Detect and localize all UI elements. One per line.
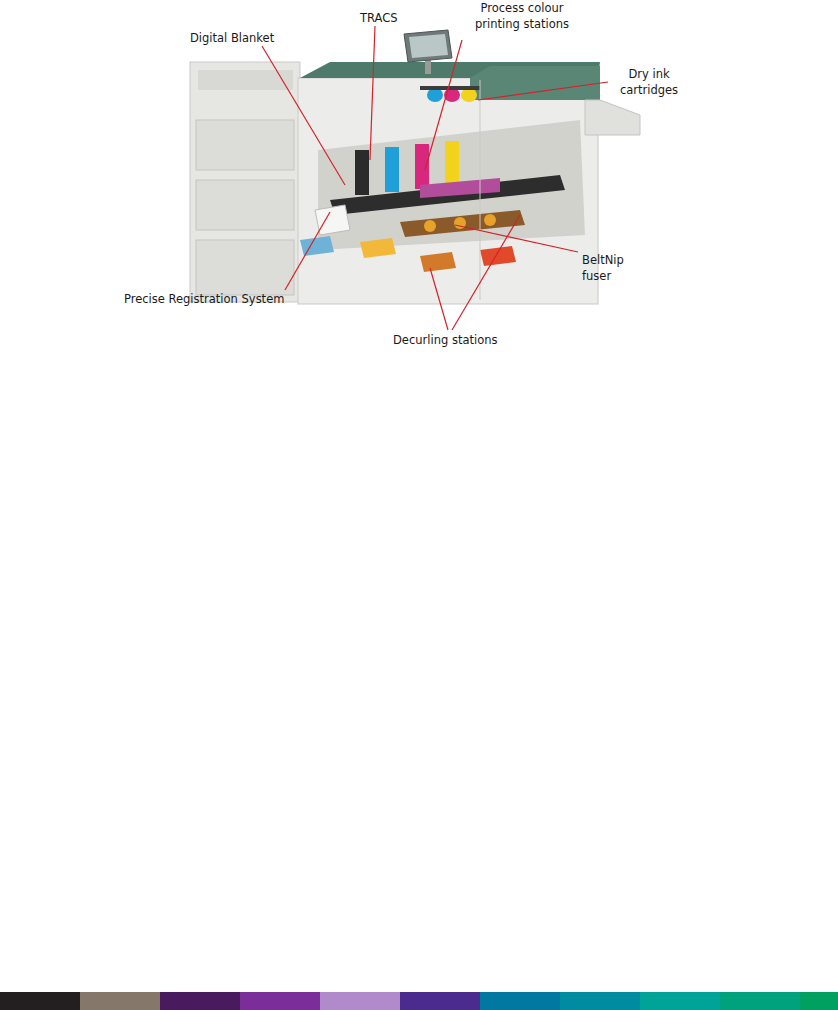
- cyan-cartridge: [427, 88, 443, 102]
- leader-line: [425, 40, 462, 170]
- colour-stripe: [320, 992, 400, 1010]
- feeder-module: [190, 62, 300, 302]
- colour-stripe: [400, 992, 480, 1010]
- print-station: [415, 144, 429, 189]
- panel-seam: [480, 80, 481, 300]
- print-station: [420, 178, 500, 198]
- leader-line: [452, 215, 520, 330]
- leader-line: [455, 225, 578, 252]
- feeder-drawer: [196, 240, 294, 295]
- fuser-roller: [424, 220, 436, 232]
- leader-line: [430, 268, 448, 330]
- printer-body: [298, 78, 598, 304]
- colour-stripe: [720, 992, 800, 1010]
- interior: [318, 120, 585, 250]
- black-cartridge: [420, 86, 480, 90]
- colour-stripe: [480, 992, 560, 1010]
- part-label: Decurling stations: [393, 332, 497, 348]
- leader-line: [370, 26, 375, 160]
- colour-bar: [0, 992, 838, 1010]
- feeder-drawer: [196, 120, 294, 170]
- part-label: Process colour printing stations: [462, 0, 582, 32]
- leader-line: [285, 212, 330, 290]
- colour-stripe: [640, 992, 720, 1010]
- control-screen: [409, 34, 448, 58]
- part-label: Precise Registration System: [124, 291, 284, 307]
- colour-stripe: [800, 992, 838, 1010]
- yellow-cartridge: [461, 88, 477, 102]
- paper-sheet: [315, 205, 350, 235]
- colour-stripe: [240, 992, 320, 1010]
- colour-stripe: [560, 992, 640, 1010]
- colour-stripe: [160, 992, 240, 1010]
- print-station: [385, 147, 399, 192]
- paper-sheet: [420, 252, 456, 272]
- leader-lines: [262, 26, 608, 330]
- leader-line: [478, 82, 608, 100]
- paper-sheet: [480, 246, 516, 266]
- part-label: Dry ink cartridges: [612, 66, 686, 98]
- print-station: [445, 141, 459, 186]
- control-screen: [404, 30, 452, 62]
- fuser: [400, 210, 525, 237]
- fuser-roller: [484, 214, 496, 226]
- paper-sheet: [300, 236, 334, 256]
- feeder-drawer: [196, 180, 294, 230]
- leader-line: [262, 46, 345, 185]
- output-tray: [585, 100, 640, 135]
- print-station: [355, 150, 369, 195]
- part-label: Digital Blanket: [190, 30, 274, 46]
- paper-sheet: [360, 238, 396, 258]
- part-label: BeltNip fuser: [582, 252, 640, 284]
- colour-stripe: [80, 992, 160, 1010]
- part-label: TRACS: [360, 10, 398, 26]
- green-lid: [470, 66, 600, 100]
- colour-stripe: [0, 992, 80, 1010]
